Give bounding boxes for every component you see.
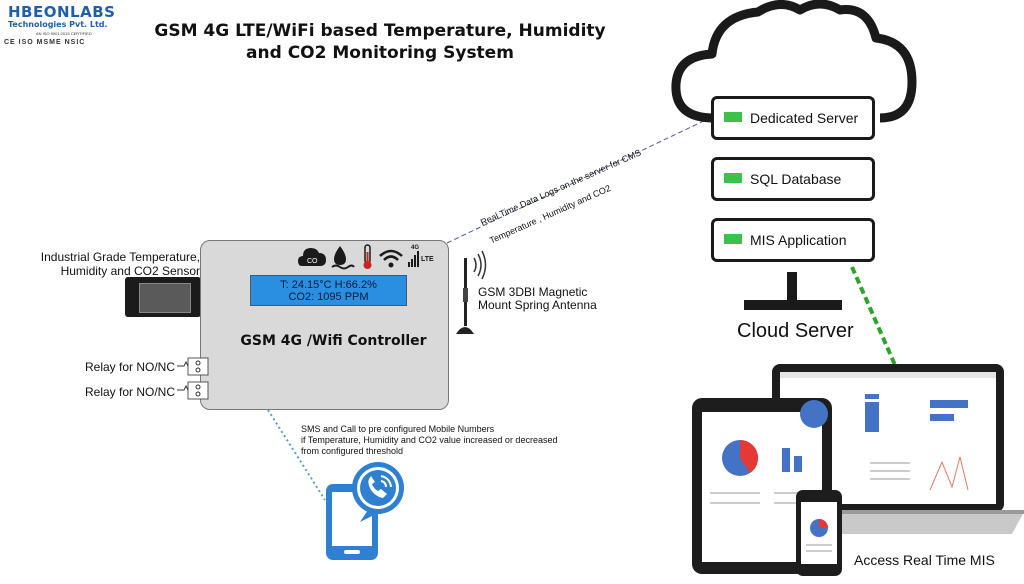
antenna-label: GSM 3DBI Magnetic Mount Spring Antenna bbox=[478, 286, 597, 312]
phone-device bbox=[796, 490, 842, 576]
title-line-2: and CO2 Monitoring System bbox=[246, 43, 514, 63]
co2-cloud-icon: CO bbox=[298, 248, 326, 266]
cloud-row-label: Dedicated Server bbox=[750, 110, 859, 126]
iso-certification-text: AN ISO 9001:2015 CERTIFIED bbox=[36, 31, 92, 36]
data-log-link bbox=[446, 117, 711, 244]
signal-lte-text: LTE bbox=[421, 256, 434, 263]
relay-connectors bbox=[177, 357, 209, 400]
cloud-row-label: SQL Database bbox=[750, 171, 842, 187]
antenna-label-line-1: GSM 3DBI Magnetic bbox=[478, 285, 588, 299]
sensor-label-line-1: Industrial Grade Temperature, bbox=[40, 250, 200, 264]
antenna-label-line-2: Mount Spring Antenna bbox=[478, 298, 597, 312]
status-led bbox=[724, 112, 742, 122]
cloud-server-icon bbox=[671, 0, 917, 310]
sensor-module bbox=[139, 283, 191, 313]
relay-connector-1 bbox=[177, 357, 209, 376]
controller-display: T: 24.15°C H:66.2% CO2: 1095 PPM bbox=[250, 275, 407, 306]
title-line-1: GSM 4G LTE/WiFi based Temperature, Humid… bbox=[154, 21, 606, 41]
controller-box bbox=[200, 240, 449, 410]
controller-name: GSM 4G /Wifi Controller bbox=[240, 333, 427, 349]
controller-status-icons: CO 4G LTE bbox=[298, 244, 434, 270]
thermometer-icon bbox=[363, 244, 372, 269]
sms-line-1: SMS and Call to pre configured Mobile Nu… bbox=[301, 424, 495, 434]
mis-green-link bbox=[850, 266, 897, 366]
relay-2-label: Relay for NO/NC bbox=[85, 385, 176, 399]
company-logo-name: HBEONLABS bbox=[8, 3, 116, 21]
display-line-2: CO2: 1095 PPM bbox=[288, 291, 369, 303]
cloud-row-dedicated-server: Dedicated Server bbox=[711, 96, 875, 140]
cloud-server-label: Cloud Server bbox=[737, 320, 854, 342]
relay-1-label: Relay for NO/NC bbox=[85, 360, 176, 374]
sms-line-2: if Temperature, Humidity and CO2 value i… bbox=[301, 435, 558, 445]
sensor-label-line-2: Humidity and CO2 Sensor bbox=[60, 264, 200, 278]
signal-4g-text: 4G bbox=[411, 245, 419, 251]
mis-access-label: Access Real Time MIS bbox=[854, 552, 995, 568]
certification-badges: CE ISO MSME NSIC bbox=[4, 39, 86, 46]
page-title: GSM 4G LTE/WiFi based Temperature, Humid… bbox=[140, 20, 620, 64]
wifi-icon bbox=[379, 249, 403, 268]
status-led bbox=[724, 173, 742, 183]
cloud-row-mis-application: MIS Application bbox=[711, 218, 875, 262]
4g-lte-signal-icon: 4G LTE bbox=[408, 245, 434, 267]
sms-line-3: from configured threshold bbox=[301, 446, 404, 456]
display-line-1: T: 24.15°C H:66.2% bbox=[280, 279, 377, 291]
relay-connector-2 bbox=[177, 381, 209, 400]
humidity-icon bbox=[331, 246, 355, 270]
phone-call-icon bbox=[326, 462, 404, 560]
sensor-label: Industrial Grade Temperature, Humidity a… bbox=[30, 250, 200, 278]
cloud-row-label: MIS Application bbox=[750, 232, 847, 248]
co2-badge-text: CO bbox=[307, 258, 318, 265]
antenna-icon bbox=[456, 250, 487, 334]
company-logo-subtitle: Technologies Pvt. Ltd. bbox=[8, 20, 108, 29]
status-led bbox=[724, 234, 742, 244]
sms-alert-description: SMS and Call to pre configured Mobile Nu… bbox=[301, 424, 557, 457]
sensor-device bbox=[125, 277, 201, 317]
mis-devices bbox=[692, 364, 1024, 576]
cloud-row-sql-database: SQL Database bbox=[711, 157, 875, 201]
